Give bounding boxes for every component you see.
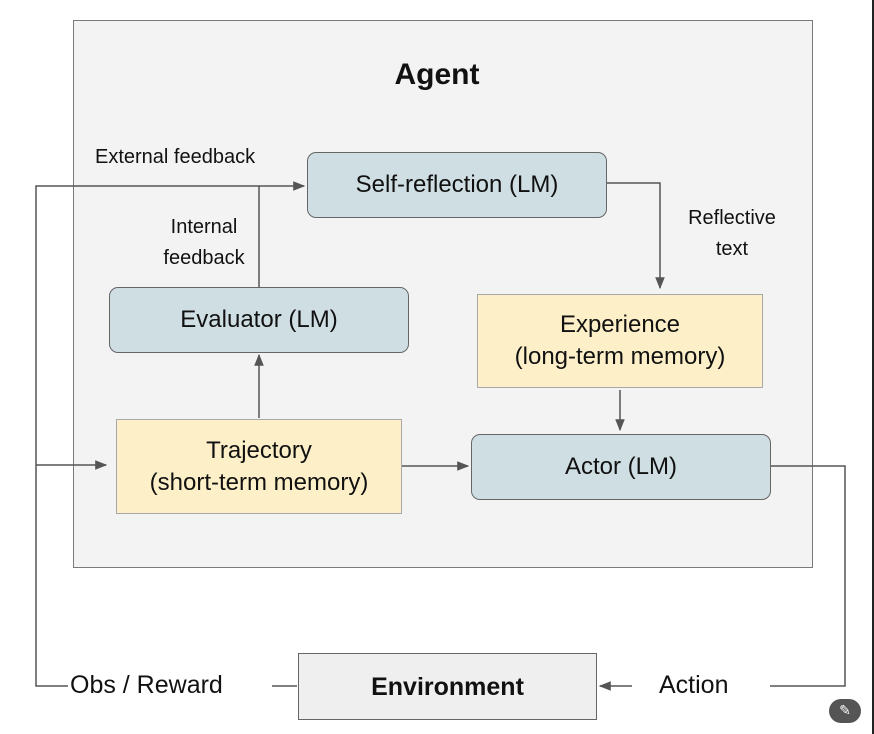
agent-title: Agent xyxy=(394,58,480,91)
external-feedback-label: External feedback xyxy=(95,146,256,168)
experience-title: Experience xyxy=(559,311,681,338)
reflective-text-label: Reflective text xyxy=(676,203,788,265)
actor-box: Actor (LM) xyxy=(471,434,771,500)
obs-reward-label: Obs / Reward xyxy=(70,671,223,699)
actor-label: Actor (LM) xyxy=(564,453,677,480)
experience-subtitle: (long-term memory) xyxy=(514,343,726,370)
environment-box: Environment xyxy=(298,653,597,720)
reflective-text-line1: Reflective xyxy=(688,207,776,229)
evaluator-label: Evaluator (LM) xyxy=(180,306,338,333)
self-reflection-label: Self-reflection (LM) xyxy=(355,171,559,198)
action-label: Action xyxy=(659,671,729,699)
magic-wand-icon[interactable]: ✎ xyxy=(829,699,861,723)
reflective-text-line2: text xyxy=(715,238,749,260)
self-reflection-to-experience-arrow xyxy=(607,182,665,290)
actor-to-environment-arrow xyxy=(770,465,846,687)
trajectory-subtitle: (short-term memory) xyxy=(149,468,369,496)
internal-feedback-label: Internal feedback xyxy=(150,212,258,274)
self-reflection-box: Self-reflection (LM) xyxy=(307,152,607,218)
obs-to-self-reflection-arrow xyxy=(35,181,306,687)
internal-feedback-line1: Internal xyxy=(170,216,238,238)
experience-box: Experience (long-term memory) xyxy=(477,294,763,388)
evaluator-box: Evaluator (LM) xyxy=(109,287,409,353)
trajectory-box: Trajectory (short-term memory) xyxy=(116,419,402,514)
trajectory-title: Trajectory xyxy=(206,436,312,464)
right-edge-divider xyxy=(872,0,874,734)
environment-label: Environment xyxy=(371,672,524,701)
internal-feedback-line2: feedback xyxy=(163,247,245,269)
